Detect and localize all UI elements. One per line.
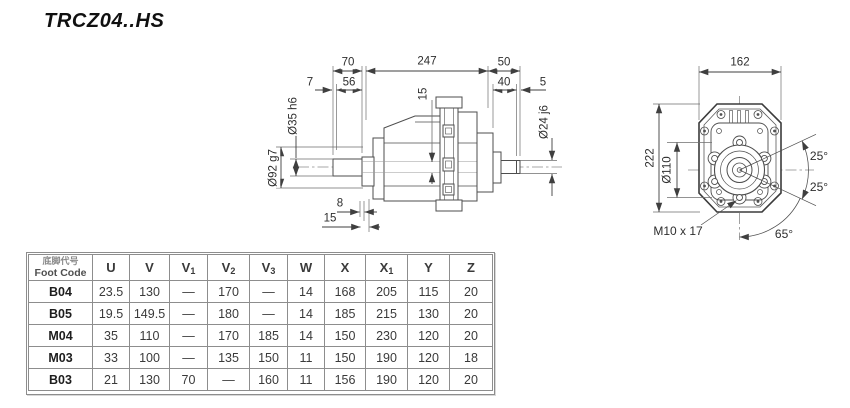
value-cell: 120 <box>407 368 450 391</box>
value-cell: 23.5 <box>92 280 130 303</box>
value-cell: 185 <box>324 302 366 325</box>
foot-code-label-zh: 底脚代号 <box>42 256 79 267</box>
foot-code-table: 底脚代号 Foot Code U V V1 V2 V3 W X X1 Y Z <box>28 254 493 391</box>
dim-label-162: 162 <box>729 56 751 69</box>
dim-label-input-flange-dia: Ø92 g7 <box>267 148 280 188</box>
value-cell: 150 <box>324 346 366 369</box>
angle-label-65: 65° <box>773 227 795 241</box>
table-row: M03 33 100 — 135 150 11 150 190 120 18 <box>28 346 493 369</box>
value-cell: 33 <box>92 346 130 369</box>
value-cell: 156 <box>324 368 366 391</box>
value-cell: 230 <box>365 324 408 347</box>
value-cell: 14 <box>287 280 325 303</box>
dim-label-15-bottom: 15 <box>322 212 338 225</box>
value-cell: 120 <box>407 324 450 347</box>
table-row: B05 19.5 149.5 — 180 — 14 185 215 130 20 <box>28 302 493 325</box>
value-cell: — <box>169 280 208 303</box>
table-row: M04 35 110 — 170 185 14 150 230 120 20 <box>28 324 493 347</box>
angle-label-25-lower: 25° <box>808 180 830 194</box>
value-cell: 190 <box>365 368 408 391</box>
dim-label-56: 56 <box>341 76 357 89</box>
dim-label-50: 50 <box>496 56 512 69</box>
foot-code-cell: B04 <box>28 280 93 303</box>
value-cell: 11 <box>287 346 325 369</box>
value-cell: 130 <box>129 368 170 391</box>
value-cell: — <box>249 280 288 303</box>
value-cell: 20 <box>449 302 493 325</box>
col-header-x1: X1 <box>365 254 408 281</box>
col-header-v3: V3 <box>249 254 288 281</box>
value-cell: 215 <box>365 302 408 325</box>
value-cell: — <box>207 368 250 391</box>
value-cell: 170 <box>207 280 250 303</box>
value-cell: 100 <box>129 346 170 369</box>
col-header-w: W <box>287 254 325 281</box>
tap-size-label: M10 x 17 <box>652 224 704 238</box>
foot-code-cell: B05 <box>28 302 93 325</box>
value-cell: 149.5 <box>129 302 170 325</box>
col-header-v2: V2 <box>207 254 250 281</box>
col-header-z: Z <box>449 254 493 281</box>
dim-label-15-top: 15 <box>417 86 430 102</box>
dim-label-247: 247 <box>416 55 438 68</box>
angle-label-25-upper: 25° <box>808 149 830 163</box>
dim-label-7: 7 <box>305 76 315 89</box>
value-cell: 185 <box>249 324 288 347</box>
table-header-row: 底脚代号 Foot Code U V V1 V2 V3 W X X1 Y Z <box>28 254 493 281</box>
value-cell: — <box>169 346 208 369</box>
table-row: B04 23.5 130 — 170 — 14 168 205 115 20 <box>28 280 493 303</box>
dim-label-70: 70 <box>340 56 356 69</box>
foot-code-cell: B03 <box>28 368 93 391</box>
value-cell: — <box>169 324 208 347</box>
dim-label-40: 40 <box>496 76 512 89</box>
value-cell: 150 <box>324 324 366 347</box>
foot-code-label-en: Foot Code <box>34 266 87 279</box>
value-cell: 19.5 <box>92 302 130 325</box>
value-cell: 205 <box>365 280 408 303</box>
value-cell: 180 <box>207 302 250 325</box>
dim-label-5: 5 <box>538 76 548 89</box>
dim-label-222: 222 <box>644 147 657 169</box>
value-cell: 20 <box>449 324 493 347</box>
col-header-u: U <box>92 254 130 281</box>
value-cell: 35 <box>92 324 130 347</box>
dim-label-8: 8 <box>335 197 345 210</box>
value-cell: 190 <box>365 346 408 369</box>
value-cell: 130 <box>129 280 170 303</box>
col-header-y: Y <box>407 254 450 281</box>
value-cell: — <box>169 302 208 325</box>
dim-label-input-shaft-dia: Ø35 h6 <box>287 96 300 136</box>
value-cell: 120 <box>407 346 450 369</box>
value-cell: 130 <box>407 302 450 325</box>
value-cell: 150 <box>249 346 288 369</box>
col-header-v1: V1 <box>169 254 208 281</box>
foot-code-table-wrapper: 底脚代号 Foot Code U V V1 V2 V3 W X X1 Y Z <box>26 252 495 395</box>
value-cell: 21 <box>92 368 130 391</box>
side-view-drawing <box>276 66 562 232</box>
page-title: TRCZ04..HS <box>44 10 165 32</box>
front-view-drawing <box>653 66 817 241</box>
value-cell: 135 <box>207 346 250 369</box>
foot-code-cell: M04 <box>28 324 93 347</box>
foot-code-header-cell: 底脚代号 Foot Code <box>28 254 93 281</box>
value-cell: 115 <box>407 280 450 303</box>
value-cell: — <box>249 302 288 325</box>
table-row: B03 21 130 70 — 160 11 156 190 120 20 <box>28 368 493 391</box>
value-cell: 170 <box>207 324 250 347</box>
value-cell: 14 <box>287 324 325 347</box>
value-cell: 168 <box>324 280 366 303</box>
value-cell: 11 <box>287 368 325 391</box>
col-header-v: V <box>129 254 170 281</box>
dim-label-output-shaft-dia: Ø24 j6 <box>538 104 551 140</box>
value-cell: 70 <box>169 368 208 391</box>
foot-code-cell: M03 <box>28 346 93 369</box>
value-cell: 110 <box>129 324 170 347</box>
value-cell: 20 <box>449 280 493 303</box>
value-cell: 14 <box>287 302 325 325</box>
value-cell: 18 <box>449 346 493 369</box>
dim-label-bolt-circle-dia: Ø110 <box>661 155 674 185</box>
col-header-x: X <box>324 254 366 281</box>
value-cell: 160 <box>249 368 288 391</box>
value-cell: 20 <box>449 368 493 391</box>
